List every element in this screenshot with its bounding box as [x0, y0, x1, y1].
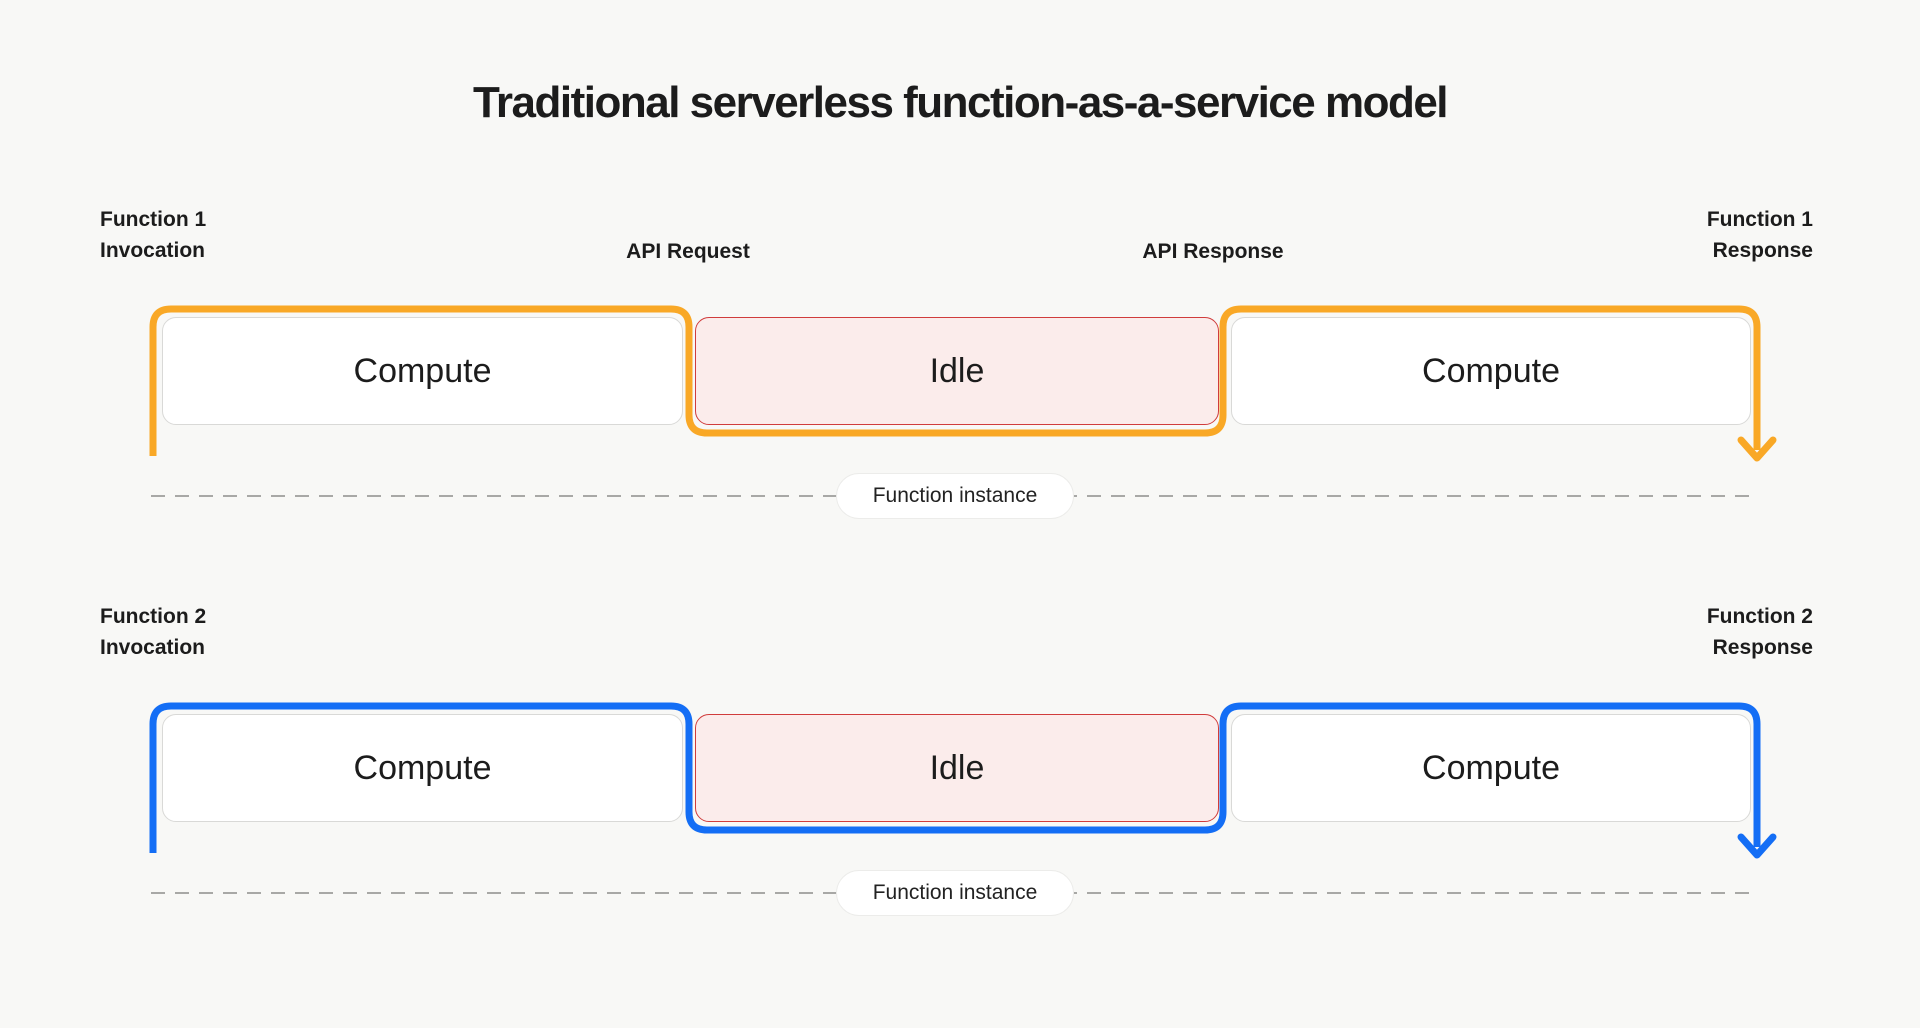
function1-response-line2: Response [1712, 239, 1813, 262]
function1-compute-box-1: Compute [162, 317, 683, 425]
api-response-label: API Response [1142, 240, 1284, 263]
function2-response-line1: Function 2 [1706, 605, 1813, 628]
diagram-title: Traditional serverless function-as-a-ser… [472, 78, 1449, 127]
function1-invocation-line1: Function 1 [100, 208, 207, 231]
function2-compute-box-2: Compute [1231, 714, 1751, 822]
function2-idle-box-label: Idle [929, 748, 985, 787]
function2-invocation-line1: Function 2 [100, 605, 207, 628]
function1-instance-pill-label: Function instance [872, 484, 1038, 507]
function2-instance-pill-label: Function instance [872, 881, 1038, 904]
function1-idle-box-label: Idle [929, 351, 985, 390]
function2-invocation-label: Function 2 Invocation [100, 601, 206, 663]
function1-idle-box: Idle [695, 317, 1219, 425]
function1-response-label: Function 1 Response [1707, 204, 1813, 266]
api-request-label: API Request [626, 240, 750, 263]
function2-compute-box-1-label: Compute [353, 748, 492, 787]
function1-response-line1: Function 1 [1706, 208, 1813, 231]
function1-compute-box-2-label: Compute [1422, 351, 1560, 390]
function2-idle-box: Idle [695, 714, 1219, 822]
function2-compute-box-1: Compute [162, 714, 683, 822]
function2-arrow-down-icon [1737, 833, 1777, 859]
function1-compute-box-2: Compute [1231, 317, 1751, 425]
function1-compute-box-1-label: Compute [353, 351, 492, 390]
function2-invocation-line2: Invocation [100, 636, 206, 659]
function1-instance-pill: Function instance [836, 473, 1074, 519]
function1-invocation-line2: Invocation [100, 239, 206, 262]
function2-instance-pill: Function instance [836, 870, 1074, 916]
function1-invocation-label: Function 1 Invocation [100, 204, 206, 266]
function2-compute-box-2-label: Compute [1422, 748, 1560, 787]
function1-arrow-down-icon [1737, 436, 1777, 462]
function2-response-label: Function 2 Response [1707, 601, 1813, 663]
function2-response-line2: Response [1712, 636, 1813, 659]
